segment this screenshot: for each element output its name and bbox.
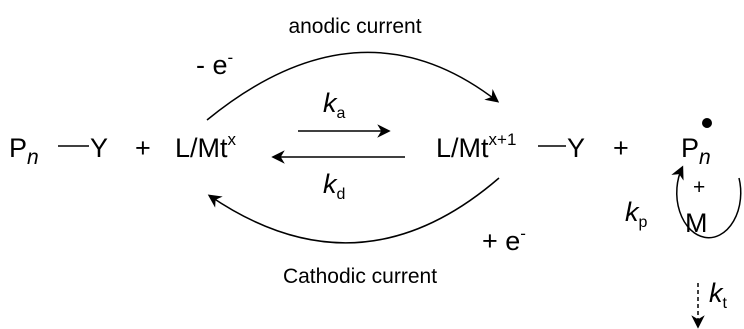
radical-dot [702,118,712,128]
cathodic-current-label: Cathodic current [283,265,437,288]
propagating-radical: Pn [681,133,711,169]
minus-electron-label: - e- [196,48,233,80]
activator-complex: L/Mtx [175,130,237,163]
dormant-chain-label: Pn [9,133,39,169]
plus-sign-2: + [613,133,629,163]
plus-electron-label: + e- [482,224,526,256]
anodic-current-label: anodic current [288,15,421,38]
deactivation-rate-constant: kd [323,169,345,203]
dormant-end-group: Y [90,133,108,163]
propagation-loop-arrow [671,165,742,239]
termination-rate-constant: kt [709,278,728,312]
activation-rate-constant: ka [323,88,346,122]
cathodic-arc-arrow [207,177,500,244]
propagation-rate-constant: kp [625,197,648,231]
deactivator-complex: L/Mtx+1 [436,130,516,163]
plus-sign-1: + [135,133,151,163]
monomer-plus-sign: + [693,176,705,199]
deactivator-end-group: Y [567,133,585,163]
anodic-arc-arrow [206,51,500,121]
